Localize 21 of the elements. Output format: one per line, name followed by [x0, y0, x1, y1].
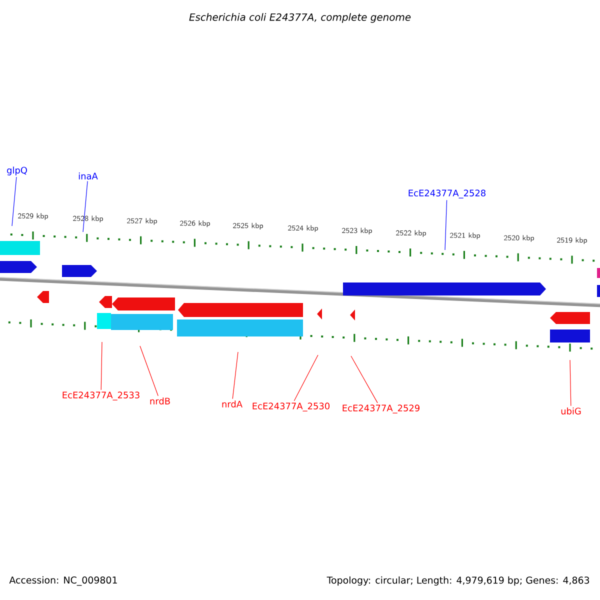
- gene-label: ubiG: [561, 408, 581, 414]
- gene-label: EcE24377A_2528: [408, 190, 486, 198]
- leader-line: [82, 180, 88, 232]
- gene-label: glpQ: [7, 166, 27, 176]
- leader-line: [444, 200, 448, 250]
- gene-label: EcE24377A_2530: [252, 402, 330, 412]
- leader-line: [232, 352, 238, 400]
- leader-line: [12, 176, 17, 226]
- accession-text: Accession: NC_009801: [9, 576, 117, 586]
- title: Escherichia coli E24377A, complete genome: [189, 13, 411, 23]
- leader-line: [100, 342, 102, 390]
- gene-label: nrdB: [150, 398, 170, 404]
- genome-stats-text: Topology: circular; Length: 4,979,619 bp; Genes: 4,863: [326, 576, 590, 586]
- gene-label: EcE24377A_2529: [342, 404, 420, 414]
- leader-line: [294, 354, 318, 402]
- leader-line: [140, 346, 158, 396]
- gene-label: nrdA: [222, 400, 242, 408]
- leader-line: [570, 360, 572, 406]
- leader-line: [350, 356, 378, 404]
- gene-label: inaA: [78, 172, 98, 180]
- gene-label: EcE24377A_2533: [62, 392, 140, 400]
